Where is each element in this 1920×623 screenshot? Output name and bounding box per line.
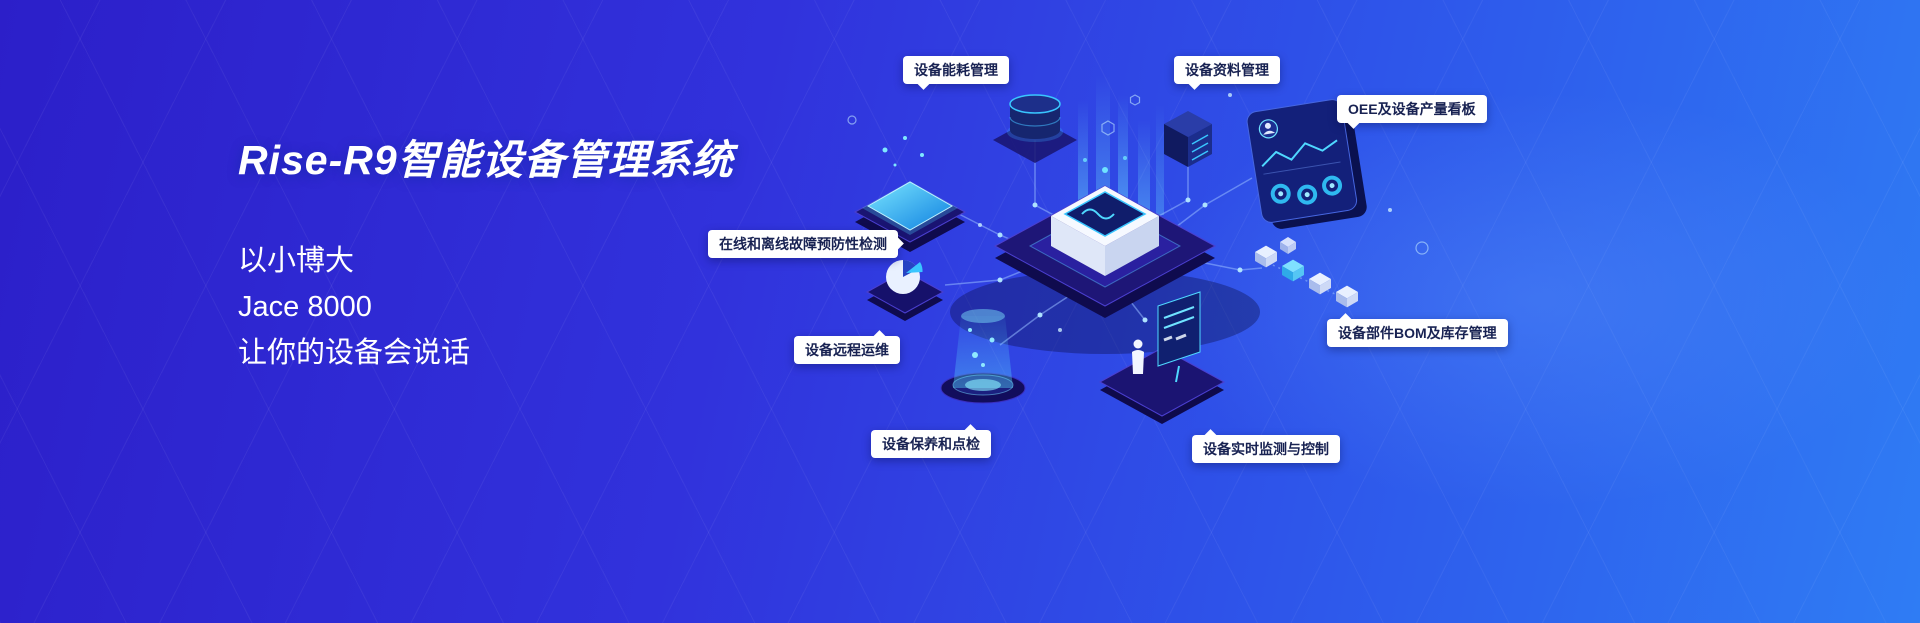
floating-dots bbox=[978, 93, 1392, 332]
glowing-screen-icon bbox=[853, 136, 967, 252]
central-controller-icon bbox=[993, 156, 1217, 318]
hero-text-block: Rise-R9智能设备管理系统 以小博大 Jace 8000 让你的设备会说话 bbox=[238, 126, 734, 376]
server-rack-icon bbox=[1164, 111, 1212, 167]
feature-bubble-realtime-monitoring: 设备实时监测与控制 bbox=[1192, 435, 1340, 463]
hero-subtitle-line-2: Jace 8000 bbox=[238, 291, 372, 323]
pie-chart-icon bbox=[865, 260, 945, 321]
hero-title: Rise-R9智能设备管理系统 bbox=[238, 137, 734, 183]
cube-chain-icon bbox=[1255, 237, 1358, 308]
feature-bubble-oee-dashboard: OEE及设备产量看板 bbox=[1337, 95, 1487, 123]
glow-bars bbox=[1078, 75, 1164, 215]
feature-bubble-bom-inventory: 设备部件BOM及库存管理 bbox=[1327, 319, 1508, 347]
hero-subtitle: 以小博大 Jace 8000 让你的设备会说话 bbox=[238, 238, 734, 376]
connector-dots bbox=[997, 197, 1243, 323]
feature-bubble-energy-management: 设备能耗管理 bbox=[903, 56, 1009, 84]
hero-subtitle-line-1: 以小博大 bbox=[238, 245, 355, 277]
database-icon bbox=[993, 94, 1077, 163]
hero-subtitle-line-3: 让你的设备会说话 bbox=[238, 337, 471, 369]
operator-workstation-icon bbox=[1098, 291, 1226, 424]
dashboard-panel-icon bbox=[1246, 99, 1367, 229]
feature-bubble-upkeep-inspection: 设备保养和点检 bbox=[871, 430, 991, 458]
floating-decorations bbox=[847, 94, 1429, 255]
feature-bubble-document-management: 设备资料管理 bbox=[1174, 56, 1280, 84]
feature-bubble-fault-prevention: 在线和离线故障预防性检测 bbox=[708, 230, 898, 258]
hologram-projector-icon bbox=[940, 309, 1026, 404]
feature-bubble-remote-maintenance: 设备远程运维 bbox=[794, 336, 900, 364]
